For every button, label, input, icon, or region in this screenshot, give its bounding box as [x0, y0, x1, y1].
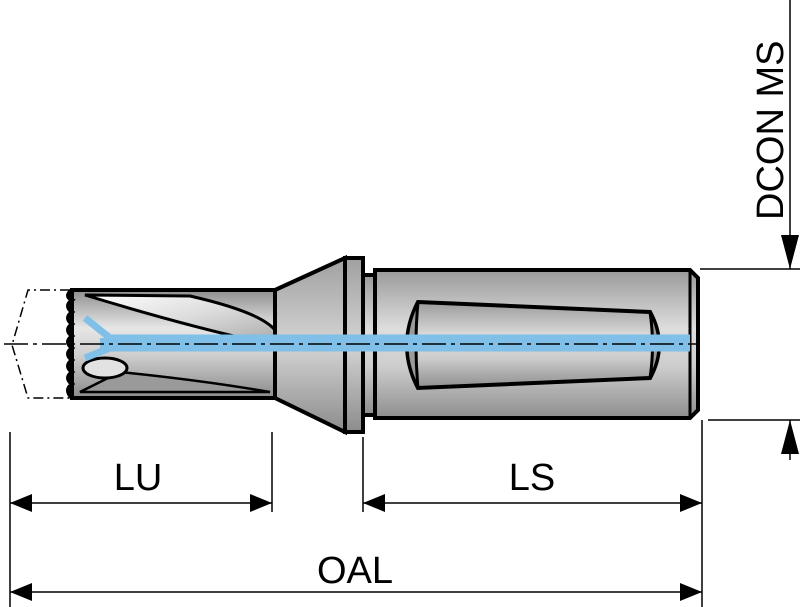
dimension-oal: OAL	[10, 550, 702, 601]
label-ls: LS	[509, 457, 555, 499]
phantom-tip-outline	[11, 289, 70, 399]
label-dcon-ms: DCON MS	[750, 41, 792, 220]
dimension-ls: LS	[363, 457, 702, 512]
dimension-lu: LU	[10, 457, 272, 512]
label-oal: OAL	[317, 550, 393, 592]
coolant-channel	[82, 315, 690, 362]
cutting-edge	[66, 288, 76, 400]
label-lu: LU	[114, 457, 163, 499]
dimension-dcon-ms: DCON MS	[750, 41, 799, 454]
